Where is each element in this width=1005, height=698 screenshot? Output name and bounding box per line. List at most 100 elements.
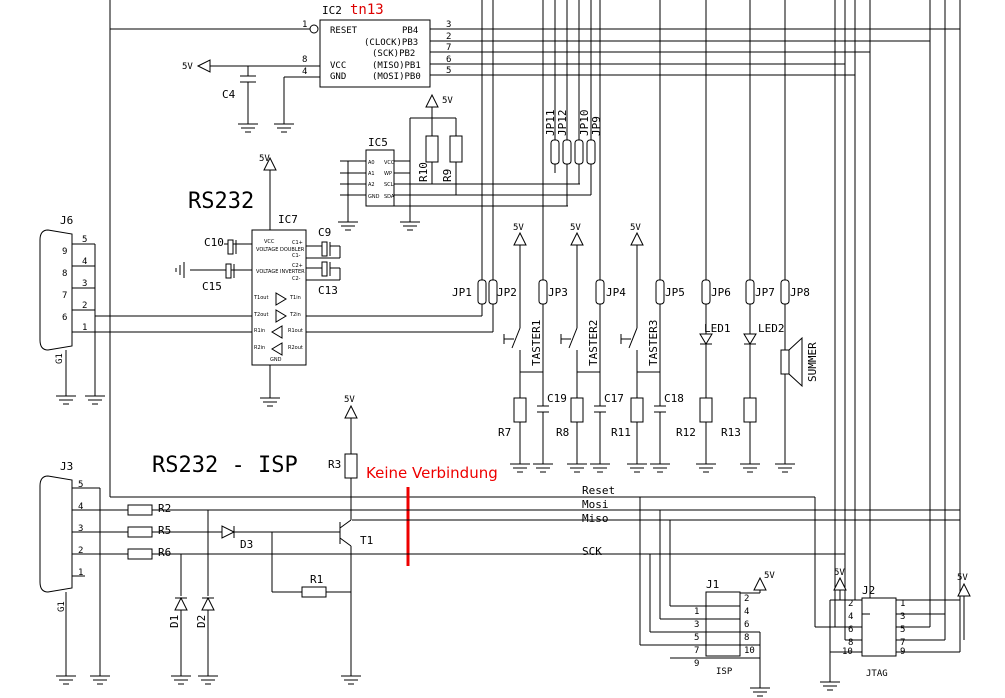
led1-group: LED1 R12 [676, 304, 731, 473]
svg-text:A2: A2 [368, 182, 375, 188]
svg-text:1: 1 [302, 20, 307, 30]
svg-text:SUMMER: SUMMER [806, 342, 819, 382]
svg-text:R1out: R1out [288, 328, 303, 334]
svg-text:4: 4 [302, 67, 307, 77]
svg-text:9: 9 [62, 247, 67, 257]
svg-text:T2out: T2out [253, 312, 268, 318]
svg-text:JP10: JP10 [578, 110, 591, 137]
ic2-microcontroller: IC2 tn13 RESET VCC GND PB4 (CLOCK)PB3 (S… [182, 2, 456, 133]
svg-text:5V: 5V [442, 96, 453, 106]
svg-text:R2out: R2out [288, 345, 303, 351]
svg-text:Miso: Miso [582, 512, 609, 525]
svg-text:8: 8 [848, 638, 853, 648]
svg-text:R3: R3 [328, 458, 341, 471]
svg-text:7: 7 [446, 43, 451, 53]
ic2-type: tn13 [350, 2, 384, 18]
top-wires [109, 0, 961, 652]
svg-text:A0: A0 [368, 160, 375, 166]
svg-text:5V: 5V [957, 573, 968, 583]
no-connection-note: Keine Verbindung [366, 464, 498, 482]
svg-text:R5: R5 [158, 524, 171, 537]
svg-text:R12: R12 [676, 426, 696, 439]
svg-text:Mosi: Mosi [582, 498, 609, 511]
svg-text:7: 7 [62, 291, 67, 301]
svg-text:4: 4 [744, 607, 749, 617]
svg-text:7: 7 [694, 646, 699, 656]
svg-text:C18: C18 [664, 392, 684, 405]
svg-text:3: 3 [446, 20, 451, 30]
svg-text:R8: R8 [556, 426, 569, 439]
svg-text:8: 8 [62, 269, 67, 279]
svg-text:R9: R9 [441, 169, 454, 182]
svg-text:VCC: VCC [330, 61, 346, 71]
svg-text:5V: 5V [570, 223, 581, 233]
svg-text:JP2: JP2 [497, 286, 517, 299]
taster2-group: 5V TASTER2 R8 C17 [556, 223, 624, 473]
svg-text:6: 6 [744, 620, 749, 630]
svg-text:(CLOCK)PB3: (CLOCK)PB3 [364, 38, 418, 48]
svg-text:C17: C17 [604, 392, 624, 405]
svg-text:IC7: IC7 [278, 213, 298, 226]
svg-text:G1: G1 [57, 601, 67, 612]
led2-group: LED2 R13 [721, 304, 785, 473]
svg-text:JP8: JP8 [790, 286, 810, 299]
svg-text:9: 9 [694, 659, 699, 669]
svg-text:1: 1 [82, 323, 87, 333]
svg-text:IC5: IC5 [368, 136, 388, 149]
svg-text:10: 10 [744, 646, 755, 656]
svg-text:GND: GND [270, 357, 282, 363]
svg-text:3: 3 [82, 279, 87, 289]
taster3-group: 5V TASTER3 R11 C18 [611, 223, 684, 473]
svg-text:C1+: C1+ [292, 240, 303, 246]
svg-text:6: 6 [62, 313, 67, 323]
svg-text:TASTER1: TASTER1 [530, 320, 543, 366]
svg-text:R10: R10 [417, 162, 430, 182]
svg-text:J3: J3 [60, 460, 73, 473]
svg-text:R1: R1 [310, 573, 323, 586]
svg-text:(MISO)PB1: (MISO)PB1 [372, 61, 421, 71]
svg-text:VCC: VCC [264, 239, 275, 245]
svg-text:JP12: JP12 [556, 110, 569, 137]
svg-text:RS232 - ISP: RS232 - ISP [152, 453, 298, 478]
svg-text:C1-: C1- [292, 253, 301, 259]
svg-text:A1: A1 [368, 171, 375, 177]
svg-text:3: 3 [694, 620, 699, 630]
svg-text:RESET: RESET [330, 26, 358, 36]
svg-text:4: 4 [82, 257, 87, 267]
svg-text:R2in: R2in [254, 345, 265, 351]
svg-text:2: 2 [848, 599, 853, 609]
svg-text:5: 5 [82, 235, 87, 245]
svg-text:SCL: SCL [384, 182, 394, 188]
svg-text:GND: GND [368, 194, 380, 200]
svg-text:C2+: C2+ [292, 263, 303, 269]
svg-text:T2in: T2in [289, 312, 301, 318]
svg-text:D3: D3 [240, 538, 253, 551]
summer-group: SUMMER [775, 304, 819, 473]
svg-text:R13: R13 [721, 426, 741, 439]
ic7-max232: RS232 IC7 5V VCC VOLTAGE DOUBLER VOLTAGE… [95, 154, 493, 407]
svg-text:C2-: C2- [292, 276, 301, 282]
svg-text:J1: J1 [706, 578, 719, 591]
j6-db9-connector: J6 5 4 3 2 1 9 8 7 6 G1 [39, 214, 105, 405]
svg-text:4: 4 [78, 502, 83, 512]
svg-text:4: 4 [848, 612, 853, 622]
j1-isp-header: J1 ISP 1 3 5 7 9 2 4 6 8 10 5V [639, 497, 775, 697]
svg-text:GND: GND [330, 72, 346, 82]
svg-text:5V: 5V [513, 223, 524, 233]
svg-text:C13: C13 [318, 284, 338, 297]
svg-text:JP1: JP1 [452, 286, 472, 299]
svg-text:2: 2 [446, 32, 451, 42]
rs232-isp-section: RS232 - ISP R3 Keine Verbindung 5V J3 5 … [39, 395, 960, 685]
svg-text:J6: J6 [60, 214, 73, 227]
svg-text:3: 3 [900, 612, 905, 622]
svg-text:Reset: Reset [582, 484, 615, 497]
svg-text:ISP: ISP [716, 667, 733, 677]
svg-text:T1: T1 [360, 534, 373, 547]
svg-text:JP11: JP11 [544, 110, 557, 137]
svg-text:SCK: SCK [582, 545, 602, 558]
svg-text:JP3: JP3 [548, 286, 568, 299]
svg-text:TASTER3: TASTER3 [647, 320, 660, 366]
svg-text:WP: WP [384, 171, 392, 177]
svg-text:C10: C10 [204, 236, 224, 249]
svg-text:1: 1 [900, 599, 905, 609]
